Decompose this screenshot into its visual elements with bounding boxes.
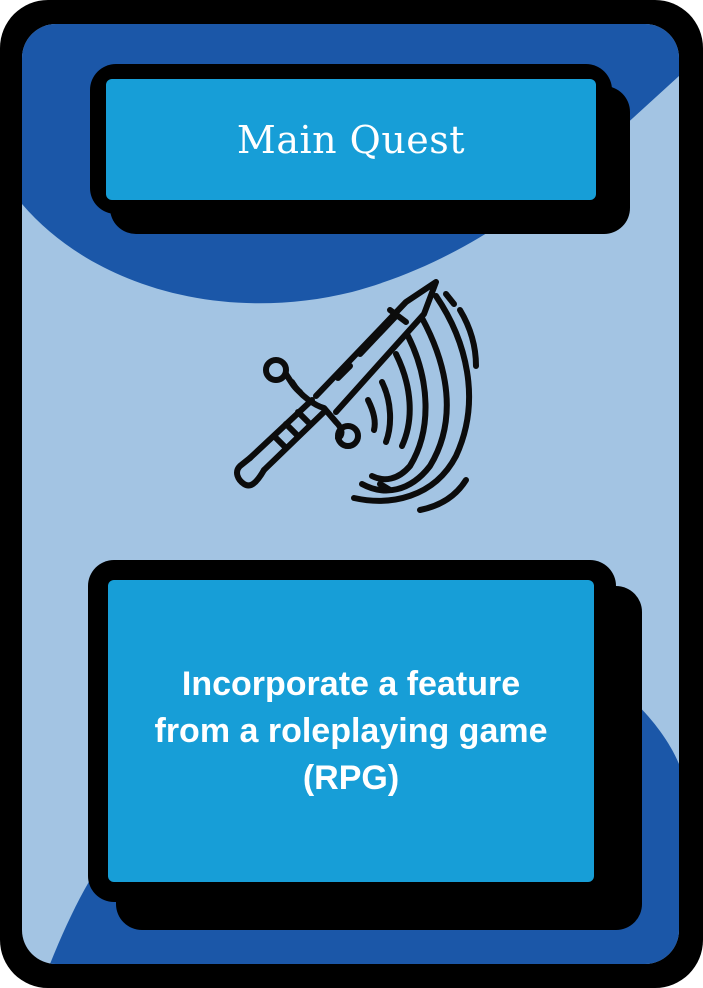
sword-slash-icon (234, 279, 479, 513)
title-panel: Main Quest (106, 79, 596, 200)
card-title: Main Quest (236, 117, 466, 162)
body-panel: Incorporate a feature from a roleplaying… (108, 580, 594, 882)
card-description: Incorporate a feature from a roleplaying… (154, 664, 548, 797)
